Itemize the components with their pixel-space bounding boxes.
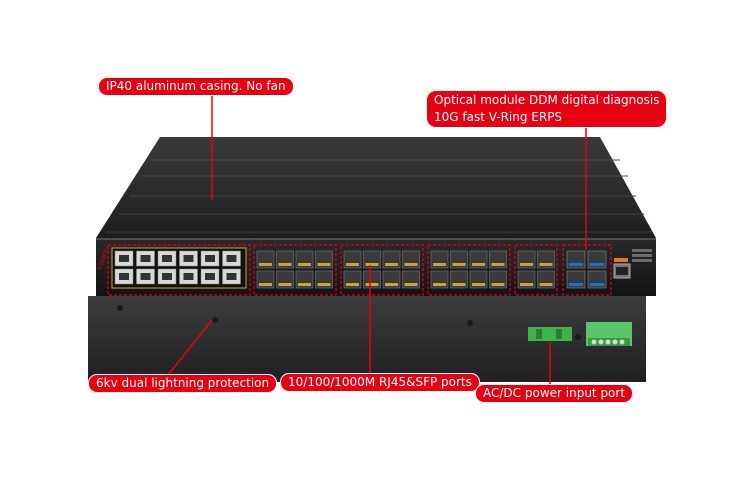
sfp-port-trim	[472, 263, 485, 266]
sfp-port-trim	[365, 283, 379, 286]
rj45-port-socket	[162, 273, 172, 280]
status-led-panel	[632, 249, 652, 262]
ddm-label-line1: Optical module DDM digital diagnosis	[434, 93, 660, 107]
sfp-port-trim	[452, 283, 466, 286]
sfp-port-trim	[520, 283, 533, 286]
ddm-vring-label: Optical module DDM digital diagnosis 10G…	[426, 90, 668, 128]
sfp-port-trim	[317, 263, 331, 266]
top-casing	[96, 137, 656, 238]
rj45-port-socket	[226, 255, 237, 262]
sfp-10g-port-trim	[569, 263, 583, 266]
sfp-port-trim	[539, 283, 553, 286]
ports-label: 10/100/1000M RJ45&SFP ports	[280, 373, 480, 392]
sfp-port-trim	[385, 263, 398, 266]
sfp-port-trim	[298, 283, 311, 286]
leader-lines	[167, 96, 587, 385]
rj45-port-socket	[205, 255, 215, 262]
rj45-port-socket	[119, 255, 129, 262]
sfp-port-trim	[259, 263, 272, 266]
sfp-port-trim	[317, 283, 331, 286]
sfp-port-trim	[346, 263, 359, 266]
sfp-port-trim	[491, 263, 505, 266]
sfp-10g-port-trim	[569, 283, 583, 286]
rj45-port-socket	[140, 273, 151, 280]
rj45-port-socket	[183, 273, 194, 280]
rj45-port-socket	[140, 255, 151, 262]
sfp-port-trim	[404, 283, 418, 286]
sfp-10g-port-trim	[590, 263, 604, 266]
rj45-port-socket	[119, 273, 129, 280]
sfp-port-trim	[259, 283, 272, 286]
rj45-port-socket	[183, 255, 194, 262]
power-input-label: AC/DC power input port	[475, 384, 634, 403]
sfp-port-trim	[539, 263, 553, 266]
sfp-port-trim	[404, 263, 418, 266]
sfp-port-trim	[278, 263, 292, 266]
rj45-port-socket	[162, 255, 172, 262]
sfp-port-trim	[433, 263, 446, 266]
sfp-port-trim	[491, 283, 505, 286]
lightning-protection-label: 6kv dual lightning protection	[88, 374, 278, 393]
rj45-port-socket	[205, 273, 215, 280]
rj45-port-socket	[226, 273, 237, 280]
port-highlight-boxes	[107, 244, 612, 296]
sfp-port-trim	[385, 283, 398, 286]
sfp-port-trim	[278, 283, 292, 286]
sfp-port-trim	[520, 263, 533, 266]
sfp-port-trim	[433, 283, 446, 286]
sfp-port-trim	[452, 263, 466, 266]
ip40-casing-label: IP40 aluminum casing. No fan	[98, 77, 294, 96]
sfp-10g-port-trim	[590, 283, 604, 286]
console-port	[613, 258, 631, 279]
sfp-port-trim	[365, 263, 379, 266]
sfp-port-trim	[298, 263, 311, 266]
ddm-label-line2: 10G fast V-Ring ERPS	[434, 110, 563, 124]
sfp-port-trim	[472, 283, 485, 286]
power-terminal-small	[528, 327, 572, 341]
sfp-port-trim	[346, 283, 359, 286]
power-terminal-large	[586, 322, 632, 346]
